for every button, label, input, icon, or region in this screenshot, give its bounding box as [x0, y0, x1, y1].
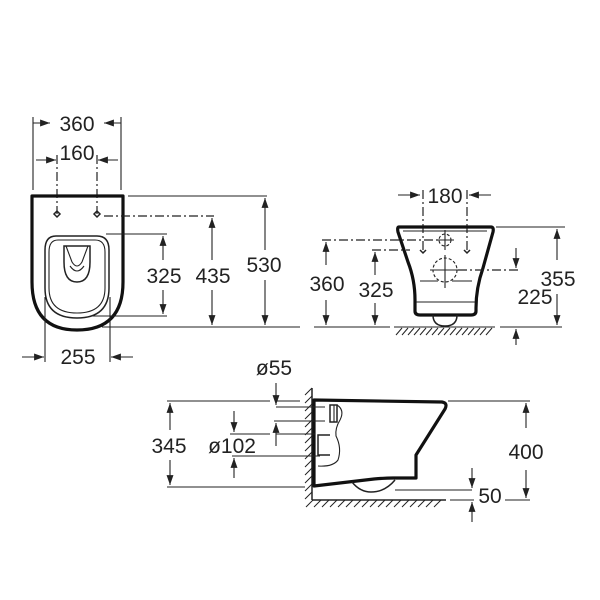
- top-view: 360 160 255 325: [22, 113, 300, 369]
- dim-overall-length: 530: [246, 254, 281, 277]
- dim-front-inlet-height: 325: [358, 279, 393, 302]
- side-view: ø55 ø102 345 400 50: [151, 357, 544, 522]
- dim-outlet-height: 345: [151, 435, 186, 458]
- front-view: 180 360 325 225: [309, 185, 576, 345]
- dim-front-fixing-centres: 180: [427, 185, 462, 208]
- dim-inlet-diameter: ø55: [256, 357, 292, 380]
- wall-hatch: [304, 387, 313, 500]
- dim-bottom-width: 255: [60, 346, 95, 369]
- dim-overall-width: 360: [59, 113, 94, 136]
- bowl-outline-front: [396, 225, 495, 317]
- dim-rim-height: 400: [508, 441, 543, 464]
- dim-floor-clearance: 50: [478, 485, 501, 508]
- dim-outlet-centre-height: 225: [517, 286, 552, 309]
- dim-fixing-centres: 160: [59, 142, 94, 165]
- floor-hatch-front: [395, 327, 493, 336]
- bowl-outline-top: [30, 194, 125, 332]
- dim-height-to-outlet: 325: [146, 265, 181, 288]
- dim-front-fixing-height: 360: [309, 273, 344, 296]
- bowl-outline-side: [312, 398, 448, 488]
- dim-front-overall-height: 355: [540, 268, 575, 291]
- dim-outlet-diameter: ø102: [208, 435, 256, 458]
- dim-height-to-fixings: 435: [195, 265, 230, 288]
- floor-hatch-side: [305, 499, 442, 508]
